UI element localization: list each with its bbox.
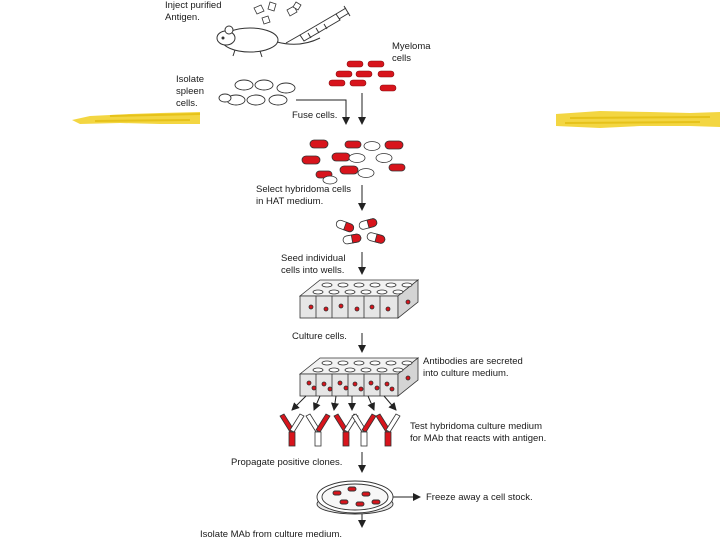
- label-culture: Culture cells.: [292, 331, 347, 342]
- label-myeloma-line2: cells: [392, 53, 411, 64]
- syringe-icon: [285, 5, 351, 44]
- label-test-line2: for MAb that reacts with antigen.: [410, 433, 546, 444]
- antigen-fragments: [253, 1, 302, 25]
- step-labels: Inject purified Antigen. Myeloma cells I…: [165, 0, 546, 540]
- well-plate-icon: [298, 279, 420, 319]
- well-plate-icon: [298, 357, 420, 397]
- label-select-line1: Select hybridoma cells: [256, 184, 351, 195]
- label-seed-line1: Seed individual: [281, 253, 345, 264]
- petri-dish-icon: [316, 480, 394, 515]
- label-test-line1: Test hybridoma culture medium: [410, 421, 542, 432]
- label-isolate-line2: spleen: [176, 86, 204, 97]
- label-secreted-line2: into culture medium.: [423, 368, 509, 379]
- antibody-arrows: [291, 395, 397, 411]
- label-isolate-line3: cells.: [176, 98, 198, 109]
- antibody-icon: [279, 413, 401, 447]
- highlighter-strokes: [72, 111, 720, 128]
- label-propagate: Propagate positive clones.: [231, 457, 342, 468]
- label-seed-line2: cells into wells.: [281, 265, 344, 276]
- label-inject-line1: Inject purified: [165, 0, 222, 11]
- fused-cells: [301, 139, 406, 185]
- myeloma-cells: [328, 60, 397, 92]
- label-inject-line2: Antigen.: [165, 12, 200, 23]
- label-freeze: Freeze away a cell stock.: [426, 492, 533, 503]
- spleen-cells: [218, 79, 296, 106]
- label-fuse: Fuse cells.: [292, 110, 337, 121]
- hybridoma-cells: [335, 218, 386, 245]
- mouse-icon: [216, 25, 321, 58]
- label-isolate-line1: Isolate: [176, 74, 204, 85]
- label-select-line2: in HAT medium.: [256, 196, 323, 207]
- flow-arrows: [296, 93, 421, 528]
- label-myeloma-line1: Myeloma: [392, 41, 431, 52]
- label-secreted-line1: Antibodies are secreted: [423, 356, 523, 367]
- label-isolate-mab: Isolate MAb from culture medium.: [200, 529, 342, 540]
